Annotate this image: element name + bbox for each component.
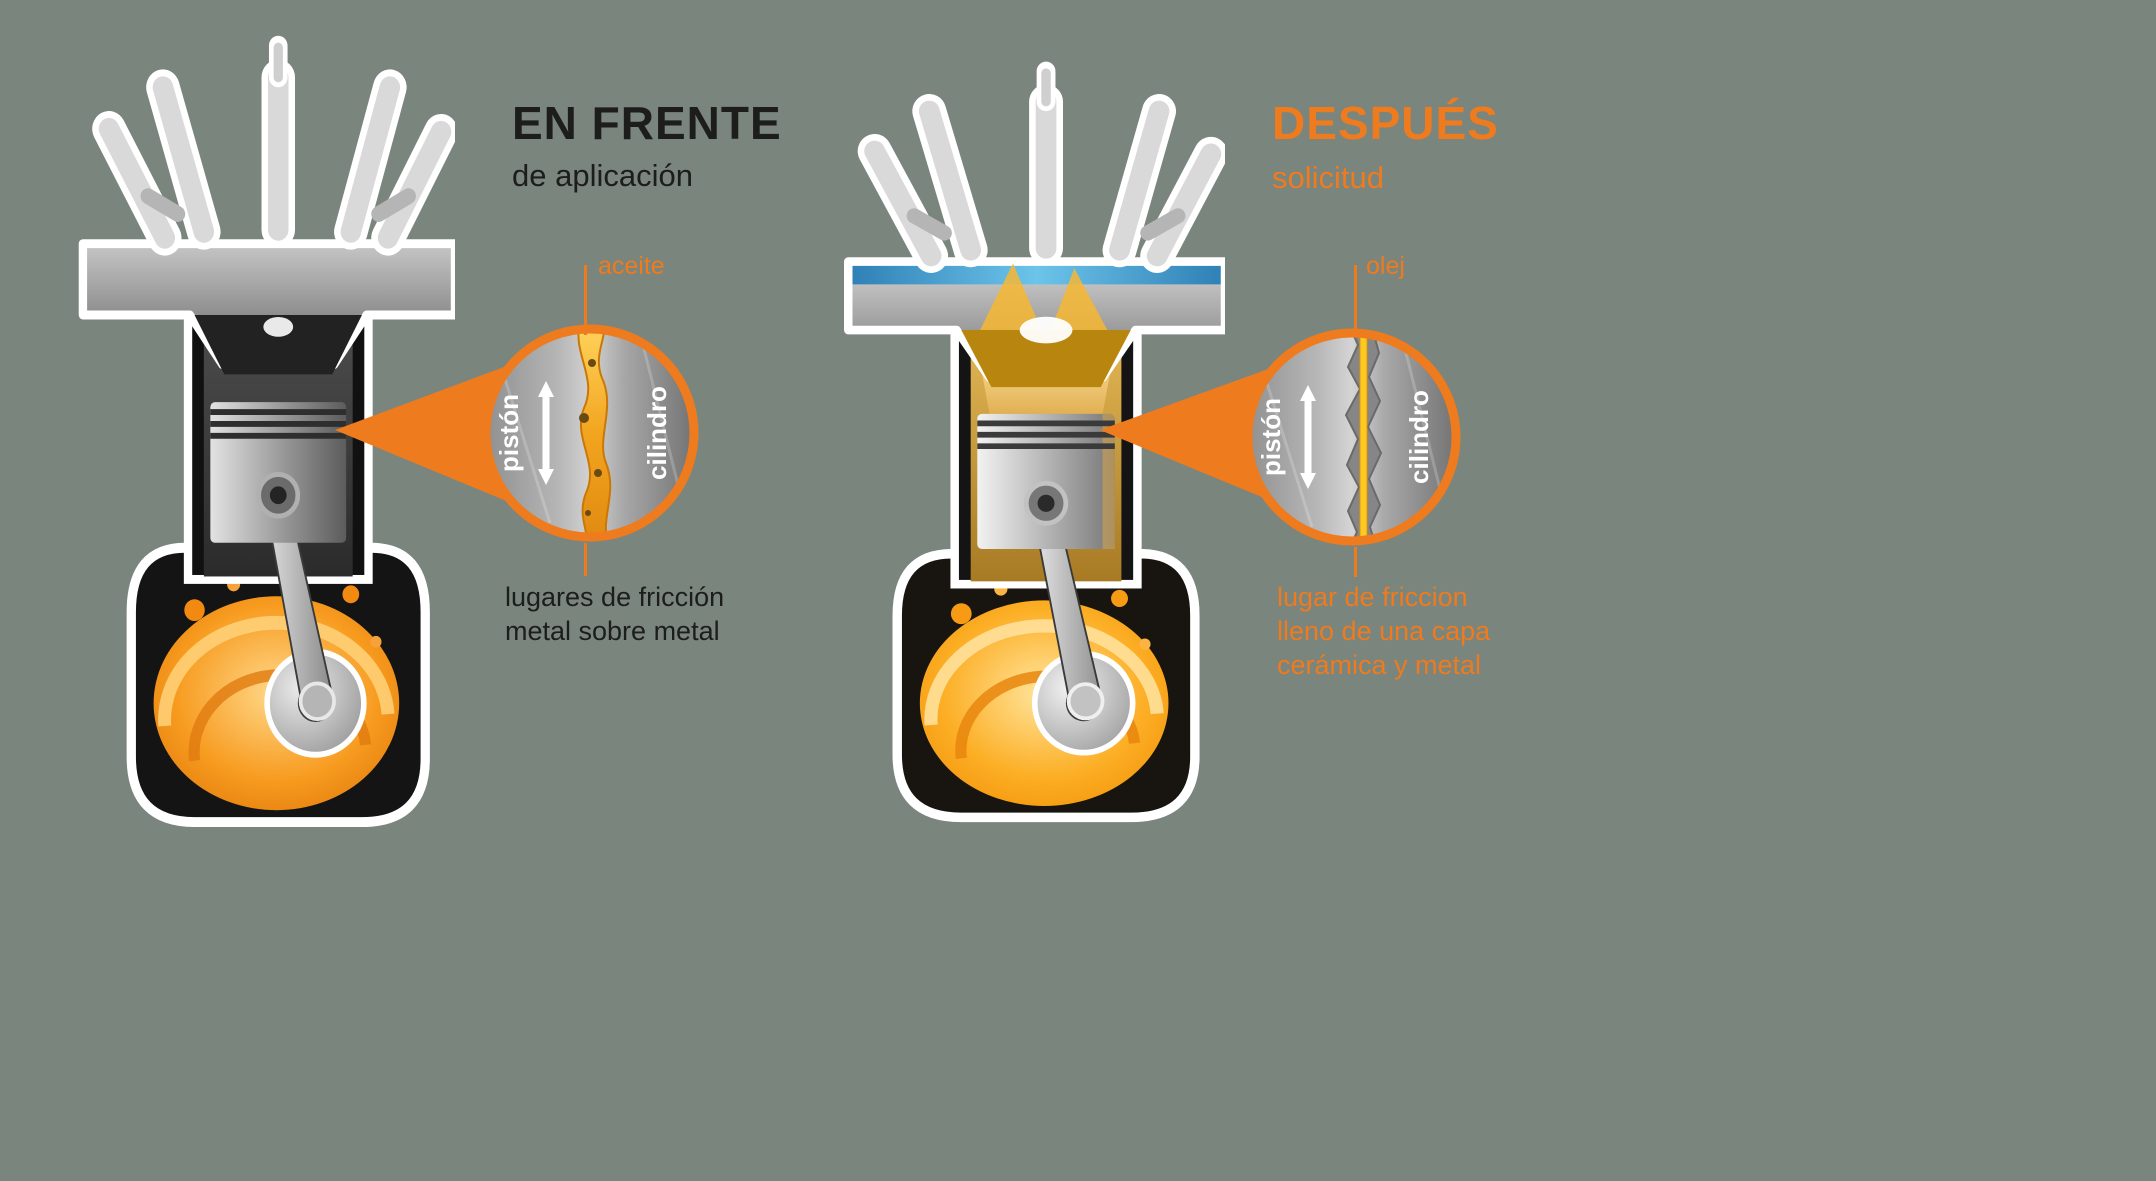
before-magnifier-circle: pistón cilindro [481,324,699,542]
after-caption-line3: cerámica y metal [1277,650,1482,680]
connecting-rod [265,507,336,722]
after-title: DESPUÉS [1272,97,1499,149]
after-caption-line1: lugar de friccion [1277,582,1468,612]
olej-label: olej [1366,252,1405,280]
crankcase [892,548,1200,823]
cylinder-label: cilindro [642,386,672,480]
after-caption: lugar de friccion lleno de una capa cerá… [1277,580,1490,682]
before-callout-wedge [335,358,528,510]
spark-glow [263,316,294,337]
oil-film-strip [577,329,612,537]
aceite-connector-line [584,265,587,335]
before-caption: lugares de fricción metal sobre metal [505,580,724,648]
cylinder-head [844,257,1225,388]
crankcase [126,542,430,828]
after-subtitle: solicitud [1272,160,1384,195]
piston [977,413,1115,549]
before-caption-connector-line [584,543,587,576]
before-caption-line2: metal sobre metal [505,616,720,646]
piston-label: pistón [1256,398,1286,476]
flame [980,263,1042,331]
connecting-rod [1032,514,1105,721]
cylinder-label: cilindro [1404,390,1434,484]
spark-glow [1019,316,1073,344]
combustion-chamber [194,315,362,375]
combustion-chamber [961,330,1131,388]
aceite-label: aceite [598,252,665,280]
before-title: EN FRENTE [512,97,782,149]
engine-before-illustration [78,35,455,828]
engine-after-illustration [844,61,1225,823]
cylinder-head [78,239,455,375]
valves [857,61,1225,273]
before-subtitle: de aplicación [512,158,693,193]
olej-connector-line [1354,265,1357,337]
after-callout-wedge [1100,360,1293,510]
after-caption-connector-line [1354,547,1357,577]
piston [210,402,347,543]
ceramic-oil-line [1359,333,1368,541]
oil-splash [153,577,400,811]
after-caption-line2: lleno de una capa [1277,616,1491,646]
before-caption-line1: lugares de fricción [505,582,725,612]
valves [92,35,455,256]
after-magnifier-circle: pistón cilindro [1243,328,1461,546]
flame [1050,268,1108,331]
piston-label: pistón [494,394,524,472]
